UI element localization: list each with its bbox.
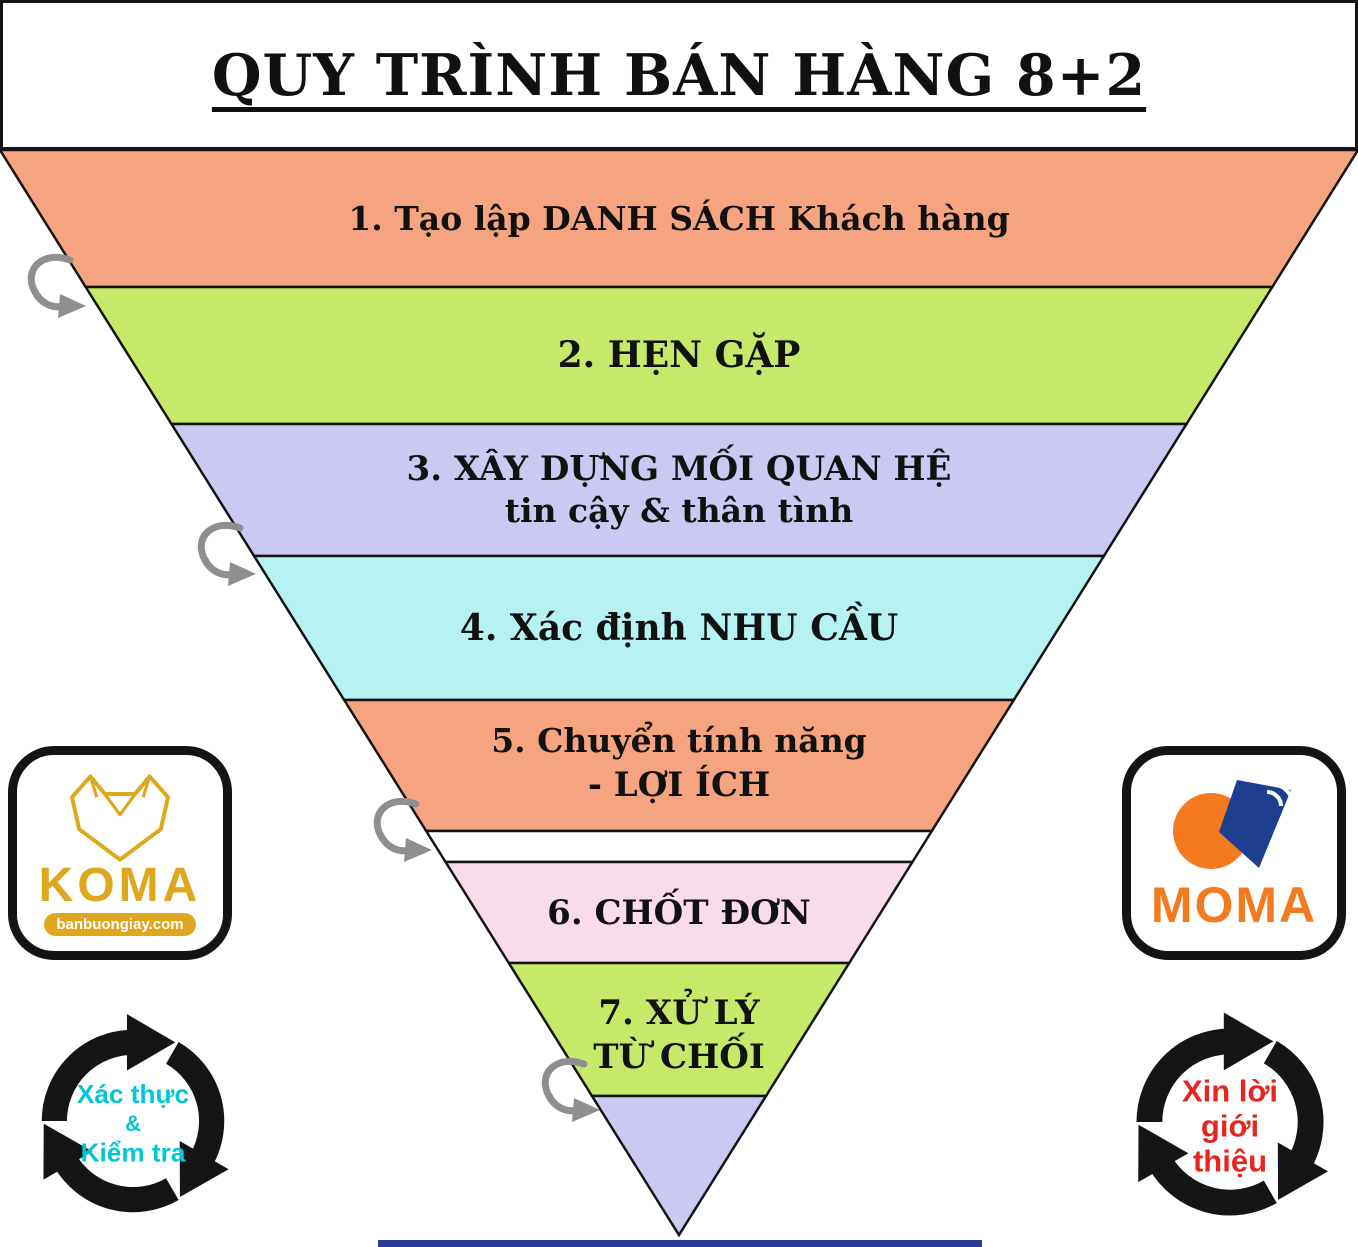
verify-cycle-label-line3: Kiểm tra xyxy=(81,1137,186,1167)
funnel-level-3-shape xyxy=(169,422,1189,558)
funnel-level-3-label-line1: 3. XÂY DỰNG MỐI QUAN HỆ xyxy=(407,444,952,489)
referral-cycle-label-line2: giới xyxy=(1201,1108,1259,1143)
bottom-accent-bar xyxy=(378,1240,982,1247)
page-title: QUY TRÌNH BÁN HÀNG 8+2 xyxy=(211,41,1147,109)
circular-arrows-icon: Xin lời giới thiệu xyxy=(1136,1012,1328,1216)
referral-cycle-label-line1: Xin lời xyxy=(1182,1073,1278,1108)
referral-cycle-label-line3: thiệu xyxy=(1193,1144,1267,1179)
funnel: 1. Tạo lập DANH SÁCH Khách hàng 2. HẸN G… xyxy=(0,150,1358,1238)
funnel-level-1-label: 1. Tạo lập DANH SÁCH Khách hàng xyxy=(348,198,1009,238)
circular-arrows-icon: Xác thực & Kiểm tra xyxy=(41,1014,229,1213)
koma-logo: KOMA banbuongiay.com xyxy=(8,746,232,960)
verify-cycle-label-line1: Xác thực xyxy=(77,1079,189,1109)
funnel-level-3-label-line2: tin cậy & thân tình xyxy=(505,491,854,530)
koma-wordmark: KOMA xyxy=(38,859,202,912)
moma-wordmark: MOMA xyxy=(1150,877,1318,933)
funnel-level-2-label: 2. HẸN GẶP xyxy=(558,332,801,376)
verify-cycle: Xác thực & Kiểm tra xyxy=(12,1000,254,1242)
referral-cycle: Xin lời giới thiệu xyxy=(1106,998,1354,1246)
moma-logo: MOMA xyxy=(1122,746,1346,960)
funnel-level-5-label-line1: 5. Chuyển tính năng xyxy=(491,720,867,760)
funnel-level-8-shape xyxy=(589,1094,769,1238)
funnel-level-7-label-line2: TỪ CHỐI xyxy=(593,1032,765,1077)
verify-cycle-label-line2: & xyxy=(125,1111,141,1136)
title-box: QUY TRÌNH BÁN HÀNG 8+2 xyxy=(0,0,1358,150)
moma-mark-icon xyxy=(1173,780,1295,869)
funnel-level-6-label: 6. CHỐT ĐƠN xyxy=(547,888,811,933)
funnel-level-7-label-line1: 7. XỬ LÝ xyxy=(598,988,760,1033)
koma-subtitle-badge: banbuongiay.com xyxy=(44,913,196,936)
origami-fox-icon xyxy=(70,774,170,862)
funnel-level-4-label: 4. Xác định NHU CẦU xyxy=(460,602,898,649)
funnel-level-5-label-line2: - LỢI ÍCH xyxy=(588,764,770,805)
funnel-gap-shape xyxy=(423,829,935,864)
